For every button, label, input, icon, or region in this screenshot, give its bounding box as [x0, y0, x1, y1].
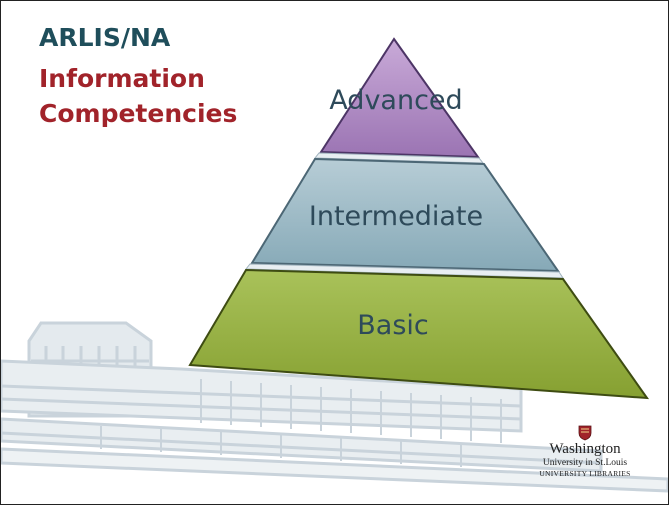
washington-university-libraries-logo: Washington University in St.Louis UNIVER…	[535, 425, 635, 479]
pyramid-tier-basic: Basic	[188, 268, 650, 400]
logo-line-3: UNIVERSITY LIBRARIES	[539, 469, 631, 478]
pyramid-tier-advanced-label: Advanced	[329, 85, 462, 116]
pyramid-tier-intermediate: Intermediate	[250, 157, 560, 273]
pyramid-tier-advanced: Advanced	[319, 37, 480, 159]
shield-crest-icon	[578, 425, 592, 441]
title-line-2: Information	[39, 64, 205, 93]
logo-line-2: University in St.Louis	[542, 458, 628, 468]
title-line-3: Competencies	[39, 99, 238, 128]
logo-line-1: Washington	[549, 441, 621, 457]
pyramid-tier-intermediate-label: Intermediate	[309, 201, 483, 232]
title-line-1: ARLIS/NA	[39, 23, 171, 52]
pyramid-tier-basic-label: Basic	[357, 310, 428, 341]
